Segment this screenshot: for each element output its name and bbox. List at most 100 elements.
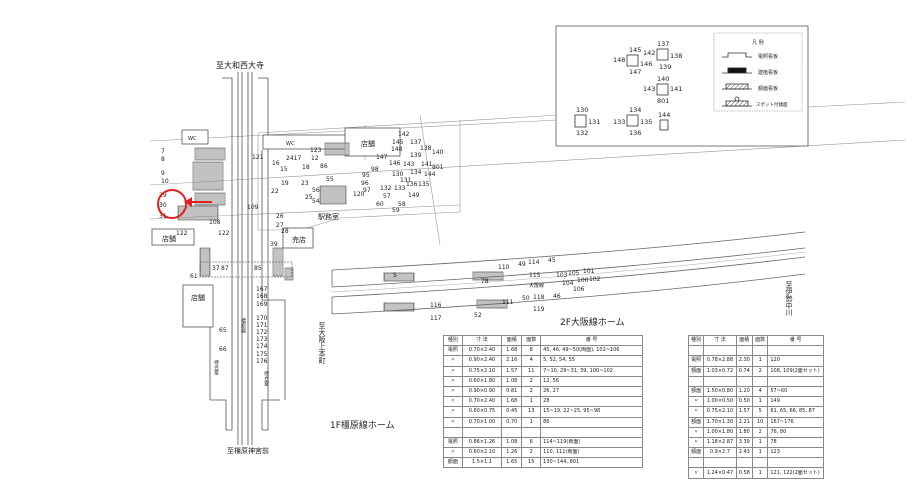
- sign-number: 136: [406, 181, 418, 188]
- sign-number: 106: [573, 286, 585, 293]
- table-header: 寸 法: [703, 334, 737, 347]
- table-cell: 0.90×0.90: [461, 385, 503, 398]
- table-cell: 1.00×1.80: [703, 426, 737, 438]
- table-cell: 7~10, 29~31, 39, 100~102: [540, 365, 643, 377]
- legend-item-lit-sign: 電照看板: [758, 53, 778, 60]
- table-cell: 1.70×1.30: [703, 416, 737, 428]
- sign-number: 25: [305, 194, 313, 201]
- sign-number: 65: [219, 327, 227, 334]
- sign-number: 147: [376, 154, 388, 161]
- sign-number: 16: [272, 160, 280, 167]
- sign-number: 176: [256, 358, 268, 365]
- sign-number: 39: [270, 241, 278, 248]
- table-cell: 167~176: [767, 416, 824, 428]
- sign-number: 116: [430, 302, 442, 309]
- table-cell: 2.30: [735, 355, 754, 367]
- direction-uehommachi-label: 至大阪上本町: [318, 322, 326, 364]
- sign-number: 54: [312, 198, 320, 205]
- table-row: [687, 375, 824, 387]
- sign-number: 168: [256, 293, 268, 300]
- table-cell: 2.21: [735, 416, 754, 428]
- sign-number: 144: [424, 171, 436, 178]
- table-cell: [687, 457, 705, 469]
- table-cell: 45, 46, 49~50(両面), 102~106: [540, 345, 643, 357]
- sign-number: 27: [276, 222, 284, 229]
- table-cell: 0.9×2.7: [703, 447, 737, 459]
- table-cell: 1.24×0.47: [703, 467, 737, 479]
- table-header: 番 号: [767, 334, 824, 347]
- table-cell: 12, 56: [540, 375, 643, 387]
- table-cell: [461, 426, 503, 438]
- table-header: 寸 法: [461, 334, 503, 347]
- sign-number: 130: [392, 171, 404, 178]
- pillar-number: 139: [659, 63, 671, 71]
- sign-number: 133: [394, 185, 406, 192]
- table-cell: 1.03×0.72: [703, 365, 737, 377]
- table-cell: 1: [752, 436, 769, 449]
- table-cell: 2.43: [735, 447, 754, 459]
- table-header: 面数: [752, 334, 769, 347]
- table-cell: 1.50×0.80: [703, 385, 737, 398]
- sign-number: 135: [418, 181, 430, 188]
- table-cell: 4: [752, 385, 769, 398]
- table-cell: 額面: [687, 447, 705, 459]
- table-cell: 1: [752, 396, 769, 408]
- table-cell: 1.57: [735, 406, 754, 418]
- table-cell: 1.20: [735, 385, 754, 398]
- sign-number: 31: [159, 213, 167, 220]
- table-cell: 0.90×2.40: [461, 355, 503, 367]
- table-cell: 0.45: [501, 406, 523, 418]
- sign-number: 108: [209, 219, 221, 226]
- sign-number: 60: [376, 201, 384, 208]
- kashihara-line-label: 橿原線: [240, 317, 246, 333]
- table-cell: 額面: [687, 365, 705, 377]
- shop-label-left: 店舗: [162, 234, 176, 243]
- table-cell: 〃: [687, 426, 705, 438]
- sign-number: 104: [562, 280, 574, 287]
- table-cell: 28: [540, 396, 643, 408]
- table-cell: 78: [767, 436, 824, 449]
- sign-number: 2417: [286, 155, 301, 162]
- table-header: 種別: [687, 334, 705, 347]
- table-cell: 〃: [687, 396, 705, 408]
- pillar-number: 138: [670, 52, 682, 60]
- sign-number: 170: [256, 315, 268, 322]
- wc-label-left: WC: [188, 136, 197, 142]
- table-cell: 3.39: [735, 436, 754, 449]
- table-cell: 149: [767, 396, 824, 408]
- pillar-number: 144: [658, 111, 670, 119]
- table-cell: 0.70×2.40: [461, 396, 503, 408]
- kiosk-box: [282, 227, 314, 249]
- table-cell: 〃: [443, 375, 463, 387]
- table-cell: 1.18×2.87: [703, 436, 737, 449]
- table-cell: 123: [767, 447, 824, 459]
- table-cell: 0.58: [735, 467, 754, 479]
- sign-number: 86: [320, 163, 328, 170]
- sign-number: 46: [553, 293, 561, 300]
- sign-number: 96: [361, 180, 369, 187]
- pillar-number: 141: [670, 85, 682, 93]
- sign-number: 12: [311, 155, 319, 162]
- sign-number: 8: [161, 156, 165, 163]
- sign-number: 26: [276, 213, 284, 220]
- table-cell: 1.80: [735, 426, 754, 438]
- table-cell: 1.57: [501, 365, 523, 377]
- table-cell: [687, 375, 705, 387]
- pillar-number: 143: [643, 85, 655, 93]
- table-cell: [501, 426, 523, 438]
- table-cell: 1.08: [501, 436, 523, 449]
- table-cell: 電照: [443, 436, 463, 449]
- sign-number: 22: [271, 188, 279, 195]
- legend-item-standing-sign: 建植看板: [758, 69, 778, 76]
- table-cell: 5, 52, 54, 55: [540, 355, 643, 367]
- sign-number: 145: [392, 139, 404, 146]
- pillar-number: 145: [629, 46, 641, 54]
- sign-number: 169: [256, 301, 268, 308]
